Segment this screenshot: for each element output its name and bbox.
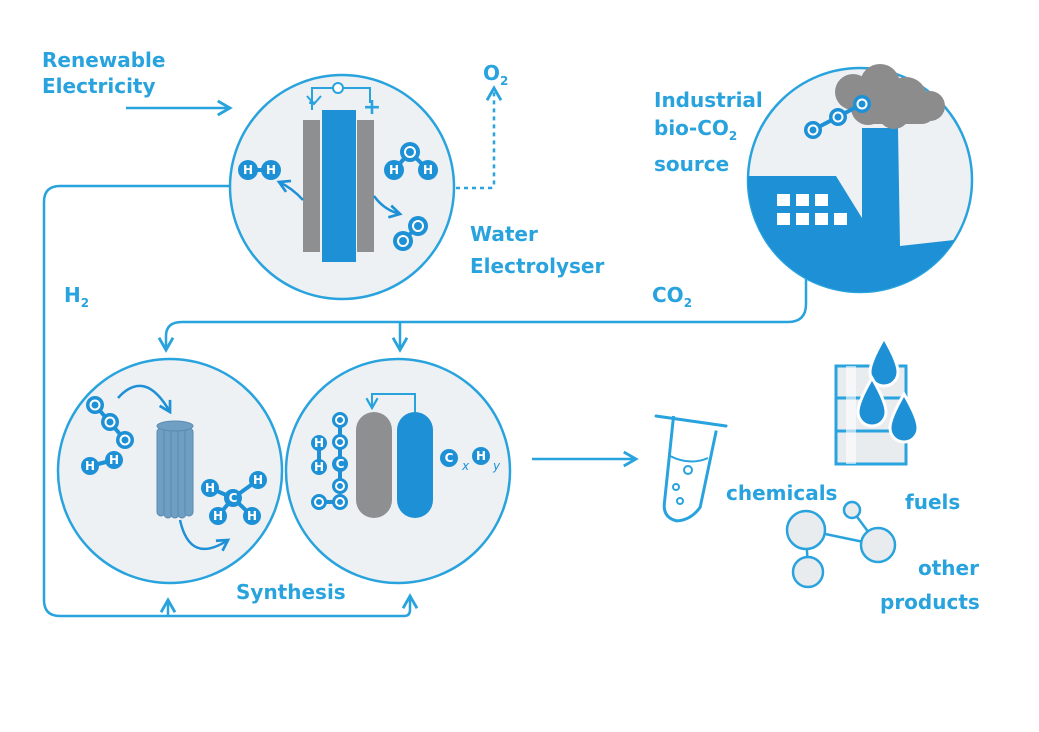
o2-horizontal-molecule-icon [311,494,348,510]
flow-lines [42,85,808,618]
water-electrolyser-label: Water Electrolyser [470,222,605,278]
o2-dotted-arrow [456,85,503,190]
barrel-icon [834,335,920,466]
svg-text:H: H [266,163,276,177]
catalyst-bundle [156,420,194,519]
reactor-blue [397,412,433,518]
fuels-label: fuels [905,490,961,514]
h2-molecule-icon: H H [81,451,123,475]
svg-text:H: H [247,509,257,523]
factory-circle [746,64,974,294]
factory-building [748,128,972,292]
synthesis-catalyst-circle: H H H H C H H [56,357,284,585]
svg-text:H: H [253,473,263,487]
oil-drop-icon [856,335,920,444]
svg-text:H: H [109,453,119,467]
svg-text:H: H [389,163,399,177]
industrial-source-label: Industrial bio-CO2 source [654,88,763,176]
o2-label: O2 [483,61,509,88]
co2-line [157,278,808,353]
svg-text:H: H [205,481,215,495]
synthesis-label: Synthesis [236,580,346,604]
co2-molecule-icon [804,95,871,139]
water-molecule-icon: H H [384,142,438,180]
renewable-electricity-label: Renewable Electricity [42,48,166,98]
co2-molecule-icon [86,396,134,449]
svg-text:H: H [314,460,324,474]
minus-sign: - [308,92,315,113]
svg-text:y: y [492,459,501,473]
synthesis-reactor-circle: H H C C x H y [284,357,512,585]
reactor-grey [356,412,392,518]
svg-text:C: C [229,491,238,505]
electrode-left [303,120,320,252]
svg-text:H: H [476,449,486,463]
o2-molecule-icon [393,216,428,251]
svg-text:C: C [445,451,454,465]
svg-text:x: x [461,459,470,473]
h2-molecule-icon: H H [238,160,281,180]
svg-text:H: H [85,459,95,473]
h2-vertical-molecule-icon: H H [311,435,327,475]
co2-vertical-molecule-icon: C [332,412,348,494]
other-products-label: other products [880,556,980,614]
methane-molecule-icon: H H C H H [201,471,267,525]
electrode-right [357,120,374,252]
test-tube-icon [654,414,728,523]
power-node [332,82,344,94]
cxhy-formula: C x H y [440,447,501,473]
membrane [322,110,356,262]
svg-text:H: H [423,163,433,177]
svg-text:H: H [213,509,223,523]
factory-windows [777,194,847,225]
co2-label: CO2 [652,283,693,310]
h2-label: H2 [64,283,90,310]
svg-text:H: H [243,163,253,177]
h2-loop-line [42,184,419,618]
chemicals-label: chemicals [726,481,838,505]
plus-sign: + [363,95,381,120]
molecule-network-icon [785,500,897,589]
svg-text:H: H [314,436,324,450]
circuit-arrow [306,95,322,106]
svg-text:C: C [336,457,345,471]
electrolyser-circle: - + H H H H [228,73,456,301]
